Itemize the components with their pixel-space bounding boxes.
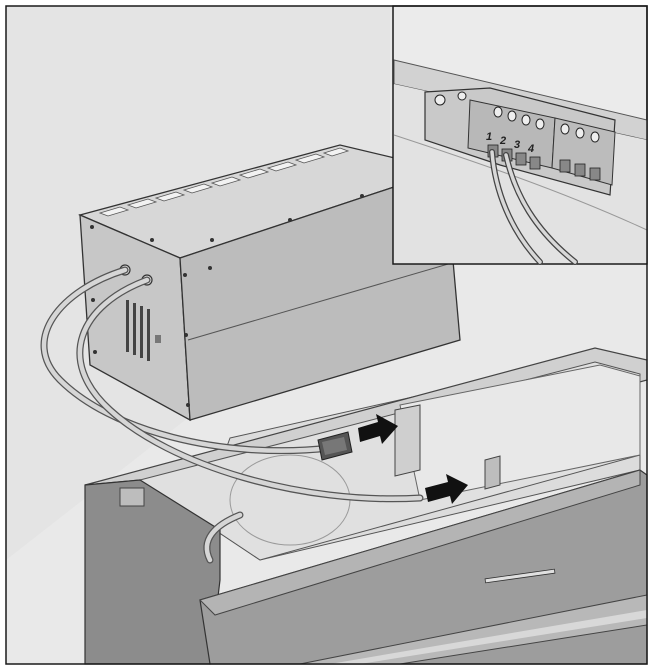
hood-body xyxy=(84,347,648,665)
arrow-upper xyxy=(358,414,398,444)
terminal-label-4: 4 xyxy=(527,143,534,155)
arrow-right-icon xyxy=(358,414,398,444)
inset-cables xyxy=(489,149,578,265)
diagram-frame xyxy=(5,5,648,665)
side-vents xyxy=(126,300,150,361)
detail-inset: 1 2 3 4 xyxy=(392,5,648,265)
cables xyxy=(40,266,424,564)
electronics-box xyxy=(78,144,461,422)
arrow-lower xyxy=(425,474,468,504)
screws xyxy=(90,194,364,407)
terminal-label-1: 1 xyxy=(486,131,492,143)
arrow-right-icon xyxy=(425,474,468,504)
terminal-label-3: 3 xyxy=(514,139,520,151)
connector-plug xyxy=(317,431,353,461)
terminal-label-2: 2 xyxy=(499,135,506,147)
